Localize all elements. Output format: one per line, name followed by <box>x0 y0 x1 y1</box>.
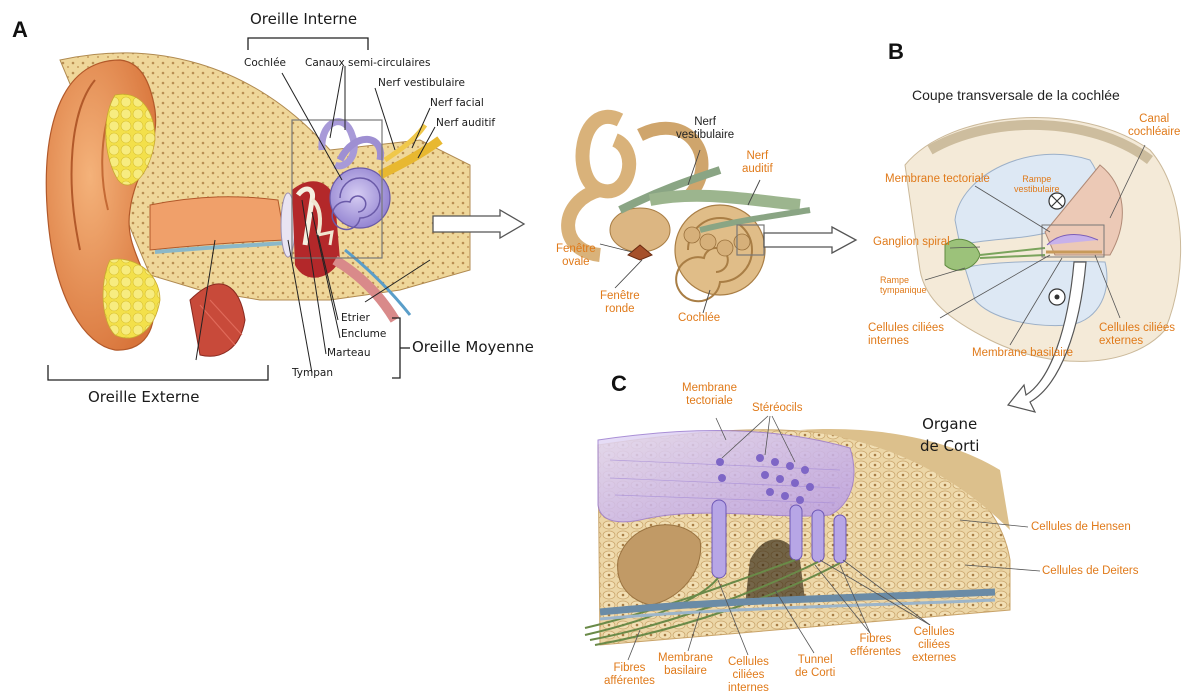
label-canal-cochleaire: Canal cochléaire <box>1128 113 1180 139</box>
label-cellules-externes-c: Cellules ciliées externes <box>912 626 956 665</box>
label-cellules-internes-c: Cellules ciliées internes <box>728 656 769 695</box>
label-rampe-vestibulaire: Rampe vestibulaire <box>1014 174 1060 194</box>
label-cellules-de-hensen: Cellules de Hensen <box>1031 521 1131 534</box>
label-fenetre-ronde: Fenêtre ronde <box>600 290 640 316</box>
label-nerf-vestibulaire-a: Nerf vestibulaire <box>378 78 465 90</box>
panel-mid-labyrinth <box>568 117 810 313</box>
panel-letter-c: C <box>611 372 627 397</box>
label-cellules-de-deiters: Cellules de Deiters <box>1042 565 1139 578</box>
label-marteau: Marteau <box>327 348 370 360</box>
label-cochlee-mid: Cochlée <box>678 312 720 325</box>
label-organe-de-corti: Organe de Corti <box>920 414 979 458</box>
label-b-title: Coupe transversale de la cochlée <box>912 88 1120 104</box>
label-tympan: Tympan <box>292 368 333 380</box>
label-enclume: Enclume <box>341 329 386 341</box>
label-cochlee: Cochlée <box>244 58 286 70</box>
label-cellules-internes-b: Cellules ciliées internes <box>868 322 944 348</box>
label-nerf-facial: Nerf facial <box>430 98 484 110</box>
label-nerf-auditif-mid: Nerf auditif <box>742 150 773 176</box>
label-fenetre-ovale: Fenêtre ovale <box>556 243 596 269</box>
label-nerf-vestibulaire-mid: Nerf vestibulaire <box>676 116 734 142</box>
label-ganglion-spiral: Ganglion spiral <box>873 236 950 249</box>
label-etrier: Etrier <box>341 313 370 325</box>
label-tunnel-de-corti: Tunnel de Corti <box>795 654 835 680</box>
label-membrane-basilaire-b: Membrane basilaire <box>972 347 1073 360</box>
panel-b-cross-section <box>905 118 1181 412</box>
label-oreille-interne: Oreille Interne <box>250 11 357 28</box>
label-membrane-basilaire-c: Membrane basilaire <box>658 652 713 678</box>
label-canaux-semi-circulaires: Canaux semi-circulaires <box>305 58 430 70</box>
label-nerf-auditif-a: Nerf auditif <box>436 118 495 130</box>
label-oreille-moyenne: Oreille Moyenne <box>412 339 534 356</box>
label-rampe-tympanique: Rampe tympanique <box>880 275 927 295</box>
label-stereocils: Stéréocils <box>752 402 803 415</box>
panel-letter-a: A <box>12 18 28 43</box>
label-fibres-efferentes: Fibres efférentes <box>850 633 901 659</box>
label-fibres-afferentes: Fibres afférentes <box>604 662 655 688</box>
label-cellules-externes-b: Cellules ciliées externes <box>1099 322 1175 348</box>
arrow-mid-to-b <box>764 227 856 253</box>
label-membrane-tectoriale-c: Membrane tectoriale <box>682 382 737 408</box>
label-oreille-externe: Oreille Externe <box>88 389 199 406</box>
panel-letter-b: B <box>888 40 904 65</box>
label-membrane-tectoriale-b: Membrane tectoriale <box>885 173 990 186</box>
